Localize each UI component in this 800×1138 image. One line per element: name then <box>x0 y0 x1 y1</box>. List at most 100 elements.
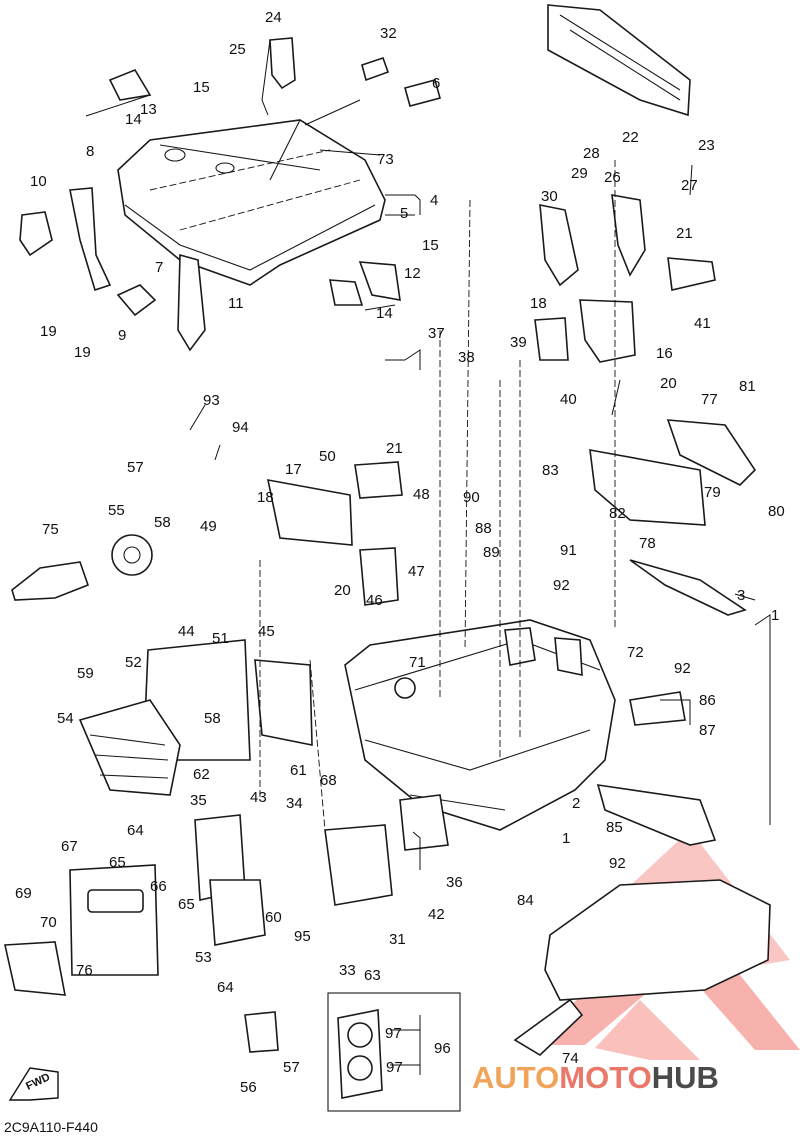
callout-75: 75 <box>42 521 59 538</box>
callout-26: 26 <box>604 169 621 186</box>
callout-57: 57 <box>127 459 144 476</box>
callout-36: 36 <box>446 874 463 891</box>
callout-45: 45 <box>258 623 275 640</box>
callout-33: 33 <box>339 962 356 979</box>
callout-2: 2 <box>572 795 580 812</box>
callout-1: 1 <box>771 607 779 624</box>
callout-61: 61 <box>290 762 307 779</box>
callout-97: 97 <box>385 1025 402 1042</box>
callout-86: 86 <box>699 692 716 709</box>
callout-40: 40 <box>560 391 577 408</box>
callout-31: 31 <box>389 931 406 948</box>
callout-44: 44 <box>178 623 195 640</box>
callout-85: 85 <box>606 819 623 836</box>
callout-76: 76 <box>76 962 93 979</box>
lower-right-parts <box>513 691 771 1056</box>
callout-20: 20 <box>660 375 677 392</box>
leader-lines <box>85 39 771 1075</box>
callout-3: 3 <box>737 587 745 604</box>
callout-92: 92 <box>553 577 570 594</box>
callout-98: 98 <box>0 0 17 4</box>
inset-box-97 <box>327 992 461 1112</box>
callout-83: 83 <box>542 462 559 479</box>
callout-35: 35 <box>190 792 207 809</box>
callout-74: 74 <box>562 1050 579 1067</box>
callout-81: 81 <box>739 378 756 395</box>
callout-49: 49 <box>200 518 217 535</box>
callout-27: 27 <box>681 177 698 194</box>
callout-42: 42 <box>428 906 445 923</box>
top-lid-assembly <box>19 37 441 352</box>
left-lower-assembly <box>4 461 449 1053</box>
callout-62: 62 <box>193 766 210 783</box>
upper-right-parts <box>534 4 757 616</box>
watermark-auto-text: AUTO <box>472 1060 559 1095</box>
watermark-moto-text: MOTO <box>559 1060 651 1095</box>
callout-18: 18 <box>530 295 547 312</box>
callout-73: 73 <box>377 151 394 168</box>
diagram-reference-code: 2C9A110-F440 <box>4 1119 98 1135</box>
callout-69: 69 <box>15 885 32 902</box>
callout-58: 58 <box>154 514 171 531</box>
callout-17: 17 <box>285 461 302 478</box>
callout-21: 21 <box>386 440 403 457</box>
callout-labels: 1123456789101112131414151516171818191920… <box>0 0 785 1096</box>
callout-19: 19 <box>74 344 91 361</box>
callout-30: 30 <box>541 188 558 205</box>
callout-29: 29 <box>571 165 588 182</box>
callout-80: 80 <box>768 503 785 520</box>
callout-21: 21 <box>676 225 693 242</box>
callout-90: 90 <box>463 489 480 506</box>
callout-59: 59 <box>77 665 94 682</box>
callout-53: 53 <box>195 949 212 966</box>
callout-91: 91 <box>560 542 577 559</box>
callout-68: 68 <box>320 772 337 789</box>
callout-57: 57 <box>283 1059 300 1076</box>
callout-84: 84 <box>517 892 534 909</box>
callout-50: 50 <box>319 448 336 465</box>
callout-43: 43 <box>250 789 267 806</box>
callout-23: 23 <box>698 137 715 154</box>
callout-92: 92 <box>609 855 626 872</box>
callout-9: 9 <box>118 327 126 344</box>
callout-10: 10 <box>30 173 47 190</box>
callout-82: 82 <box>609 505 626 522</box>
callout-54: 54 <box>57 710 74 727</box>
callout-6: 6 <box>432 75 440 92</box>
callout-46: 46 <box>366 592 383 609</box>
callout-37: 37 <box>428 325 445 342</box>
callout-70: 70 <box>40 914 57 931</box>
main-case-body <box>344 160 616 831</box>
callout-94: 94 <box>232 419 249 436</box>
callout-19: 19 <box>40 323 57 340</box>
callout-14: 14 <box>376 305 393 322</box>
callout-28: 28 <box>583 145 600 162</box>
watermark-hub-text: HUB <box>652 1060 719 1095</box>
callout-67: 67 <box>61 838 78 855</box>
callout-13: 13 <box>140 101 157 118</box>
callout-88: 88 <box>475 520 492 537</box>
callout-47: 47 <box>408 563 425 580</box>
callout-99: 99 <box>0 0 17 4</box>
callout-71: 71 <box>409 654 426 671</box>
callout-1: 1 <box>562 830 570 847</box>
callout-58: 58 <box>204 710 221 727</box>
callout-32: 32 <box>380 25 397 42</box>
callout-65: 65 <box>109 854 126 871</box>
callout-66: 66 <box>150 878 167 895</box>
callout-16: 16 <box>656 345 673 362</box>
callout-41: 41 <box>694 315 711 332</box>
callout-78: 78 <box>639 535 656 552</box>
callout-65: 65 <box>178 896 195 913</box>
callout-96: 96 <box>434 1040 451 1057</box>
callout-95: 95 <box>294 928 311 945</box>
callout-55: 55 <box>108 502 125 519</box>
callout-4: 4 <box>430 192 438 209</box>
callout-89: 89 <box>483 544 500 561</box>
callout-93: 93 <box>203 392 220 409</box>
callout-48: 48 <box>413 486 430 503</box>
callout-25: 25 <box>229 41 246 58</box>
callout-64: 64 <box>217 979 234 996</box>
callout-22: 22 <box>622 129 639 146</box>
